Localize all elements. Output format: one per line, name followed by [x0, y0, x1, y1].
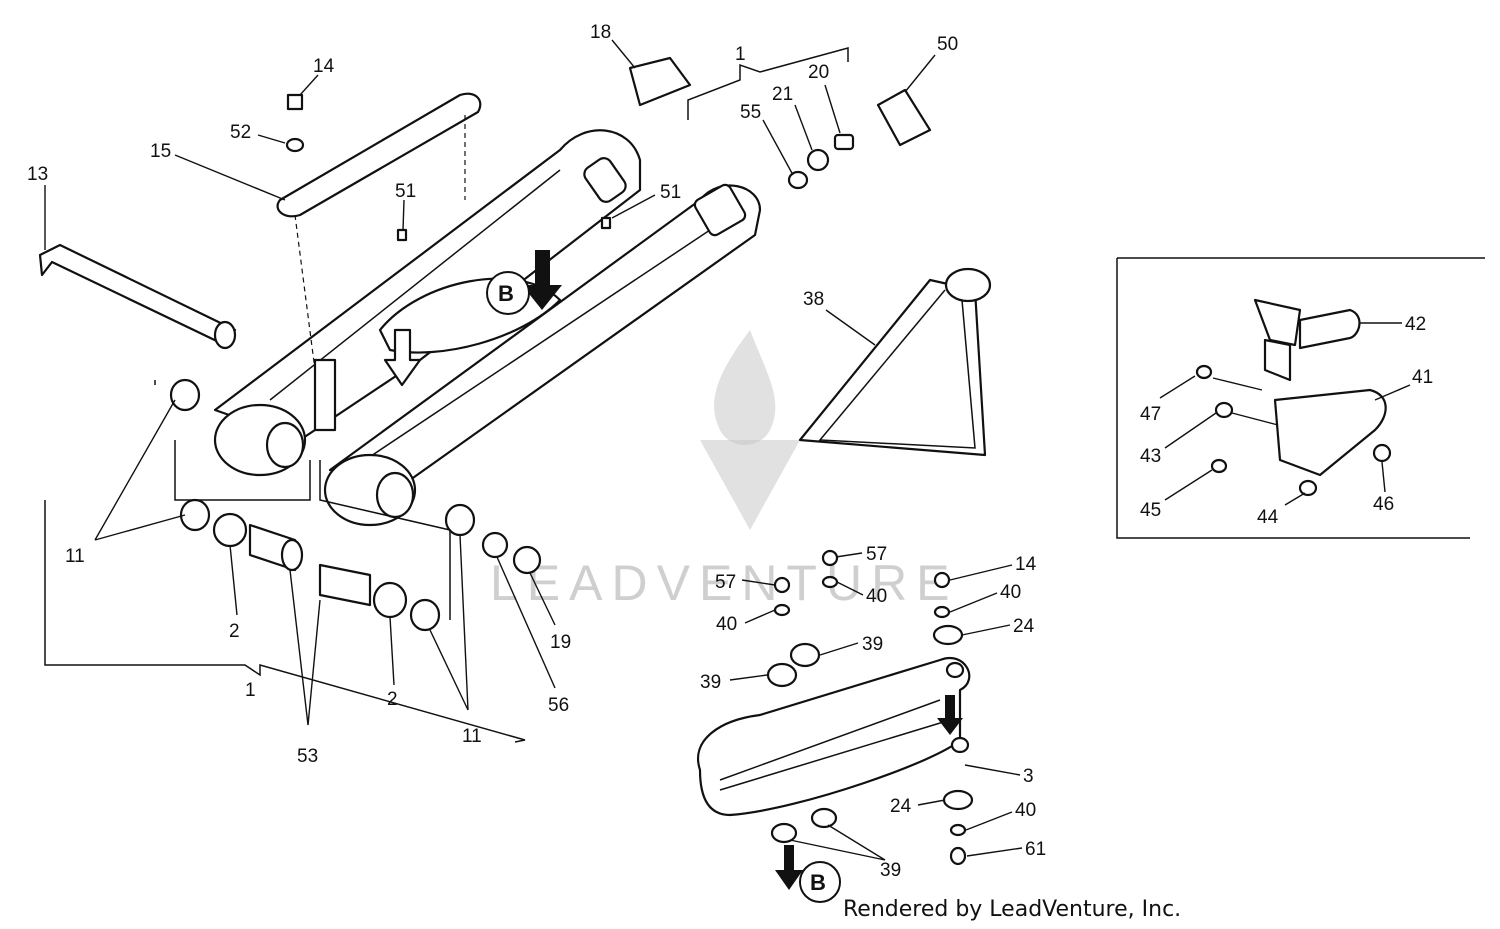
- watermark-text: LEADVENTURE: [490, 555, 959, 611]
- callout-43: 43: [1140, 446, 1161, 467]
- callout-24-top: 24: [1013, 616, 1035, 637]
- callout-42: 42: [1405, 314, 1426, 335]
- callout-14-right: 14: [1015, 554, 1037, 575]
- callout-15: 15: [150, 141, 171, 162]
- callout-40-right: 40: [1000, 582, 1021, 603]
- watermark-logo: LEADVENTURE: [490, 330, 959, 611]
- callout-39-left: 39: [700, 672, 721, 693]
- callout-38: 38: [803, 289, 824, 310]
- chain-guard-top: [276, 92, 482, 218]
- callout-46: 46: [1373, 494, 1394, 515]
- callout-55: 55: [740, 102, 761, 123]
- assembly-bracket-upper: [687, 47, 849, 120]
- callout-20: 20: [808, 62, 829, 83]
- callout-51-left: 51: [395, 181, 416, 202]
- reference-marker-b-lower: B: [775, 845, 841, 903]
- callout-56: 56: [548, 695, 569, 716]
- callout-40-left: 40: [716, 614, 737, 635]
- inset-detail: [1116, 257, 1485, 539]
- callout-1-top: 1: [735, 44, 746, 65]
- assembly-bracket-lower: [44, 500, 526, 743]
- credit-text: Rendered by LeadVenture, Inc.: [843, 897, 1181, 922]
- callout-41: 41: [1412, 367, 1433, 388]
- callout-2-left: 2: [229, 621, 240, 642]
- callout-21: 21: [772, 84, 793, 105]
- chain-slider: [697, 657, 971, 817]
- reference-marker-label-lower: B: [810, 870, 826, 895]
- reference-marker-b: B: [486, 271, 530, 315]
- callout-57-right: 57: [866, 544, 887, 565]
- callout-18: 18: [590, 22, 611, 43]
- pivot-hardware: [169, 378, 542, 632]
- callout-44: 44: [1257, 507, 1279, 528]
- callout-2-right: 2: [387, 689, 398, 710]
- callout-45: 45: [1140, 500, 1161, 521]
- bolts: [285, 93, 855, 242]
- reference-marker-label: B: [498, 281, 514, 306]
- callout-14: 14: [313, 56, 335, 77]
- callout-13: 13: [27, 164, 48, 185]
- axle: [38, 243, 237, 350]
- callout-39-mid: 39: [862, 634, 883, 655]
- callout-40-mid: 40: [866, 586, 887, 607]
- callout-61: 61: [1025, 839, 1046, 860]
- adjuster-block-left: [628, 56, 692, 107]
- callout-39-bottom: 39: [880, 860, 901, 881]
- callout-50: 50: [937, 34, 958, 55]
- stand: [798, 267, 992, 457]
- callout-1-bottom: 1: [245, 680, 256, 701]
- callout-3: 3: [1023, 766, 1034, 787]
- callout-11-right: 11: [462, 726, 482, 747]
- adjuster-block-right: [876, 88, 932, 147]
- callout-11-left: 11: [65, 546, 85, 567]
- callout-57-left: 57: [715, 572, 736, 593]
- callout-19: 19: [550, 632, 571, 653]
- callout-40-bottom: 40: [1015, 800, 1036, 821]
- callout-51-right: 51: [660, 182, 681, 203]
- callout-47: 47: [1140, 404, 1161, 425]
- callout-53: 53: [297, 746, 318, 767]
- callout-52: 52: [230, 122, 251, 143]
- callout-24-bottom: 24: [890, 796, 912, 817]
- callouts: 13 14 52 15 51 51 18 1 55 21 20 50 38 11…: [27, 22, 1433, 881]
